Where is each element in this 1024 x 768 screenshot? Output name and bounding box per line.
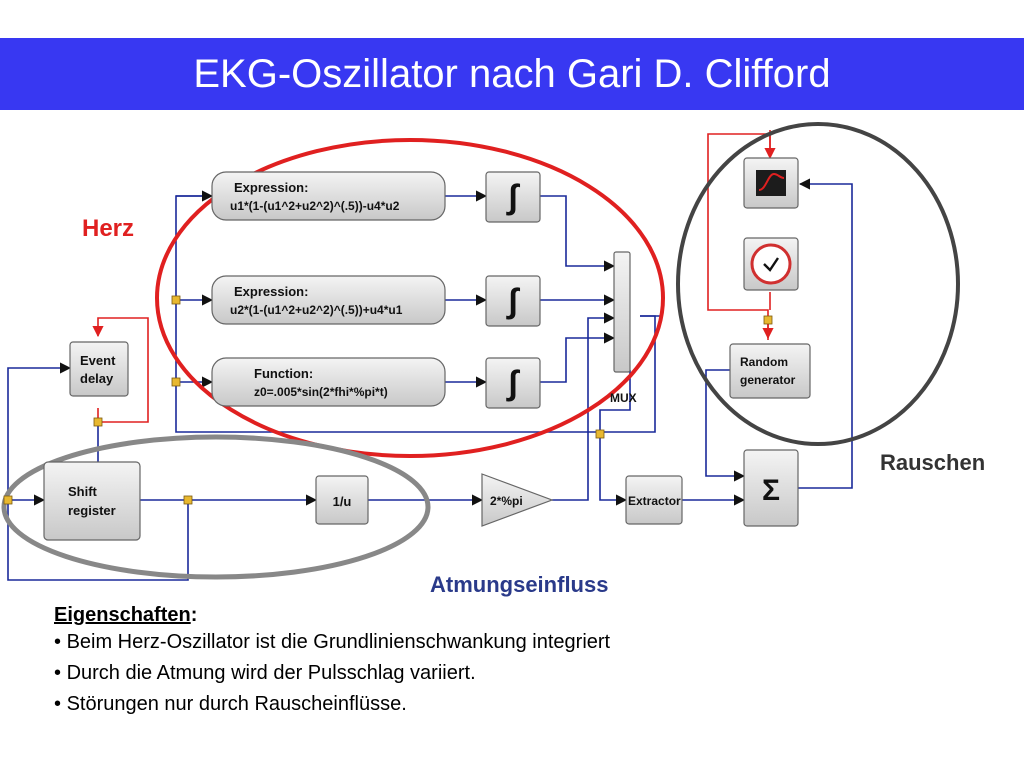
- sum-block[interactable]: Σ: [743, 449, 799, 527]
- integral-icon: ∫: [505, 364, 520, 402]
- scope-block[interactable]: [743, 157, 799, 209]
- expression-block-2[interactable]: Expression: u2*(1-(u1^2+u2^2)^(.5))+u4*u…: [211, 275, 446, 325]
- extractor-block[interactable]: Extractor: [625, 475, 683, 525]
- herz-ellipse: [155, 138, 665, 458]
- integral-icon: ∫: [505, 178, 520, 216]
- scope-waveform-icon: [758, 172, 785, 191]
- function-block[interactable]: Function: z0=.005*sin(2*fhi*%pi*t): [211, 357, 446, 407]
- expression-block-1-formula: u1*(1-(u1^2+u2^2)^(.5))-u4*u2: [230, 199, 400, 213]
- event-delay-block[interactable]: Event delay: [69, 341, 129, 397]
- integrator-block-2[interactable]: ∫: [485, 275, 541, 327]
- expression-block-1[interactable]: Expression: u1*(1-(u1^2+u2^2)^(.5))-u4*u…: [211, 171, 446, 221]
- clock-icon: [750, 243, 792, 285]
- mux-block[interactable]: MUX: [610, 251, 637, 405]
- atmung-label: Atmungseinfluss: [430, 572, 608, 597]
- expression-block-1-title: Expression:: [234, 180, 308, 195]
- integrator-block-1[interactable]: ∫: [485, 171, 541, 223]
- function-block-title: Function:: [254, 366, 313, 381]
- split-ports: [3, 295, 773, 505]
- clock-block[interactable]: [743, 237, 799, 291]
- shift-register-line2: register: [68, 503, 116, 518]
- random-generator-line1: Random: [740, 355, 788, 369]
- herz-label: Herz: [82, 215, 134, 242]
- properties-section: Eigenschaften: Beim Herz-Oszillator ist …: [54, 604, 954, 720]
- expression-block-2-formula: u2*(1-(u1^2+u2^2)^(.5))+u4*u1: [230, 303, 403, 317]
- integrator-block-3[interactable]: ∫: [485, 357, 541, 409]
- random-generator-block[interactable]: Random generator: [729, 343, 811, 399]
- integral-icon: ∫: [505, 282, 520, 320]
- atmung-ellipse: [1, 434, 431, 580]
- properties-list: Beim Herz-Oszillator ist die Grundlinien…: [54, 627, 954, 720]
- list-item: Durch die Atmung wird der Pulsschlag var…: [54, 658, 954, 689]
- clock-hands-icon: [763, 257, 779, 272]
- shift-register-block[interactable]: Shift register: [43, 461, 141, 541]
- inverse-block[interactable]: 1/u: [315, 475, 369, 525]
- sum-icon: Σ: [762, 474, 780, 507]
- rauschen-label: Rauschen: [880, 450, 985, 475]
- scope-screen-icon: [756, 170, 786, 196]
- slide-title: EKG-Oszillator nach Gari D. Clifford: [0, 38, 1024, 110]
- list-item: Störungen nur durch Rauscheinflüsse.: [54, 689, 954, 720]
- function-block-formula: z0=.005*sin(2*fhi*%pi*t): [254, 385, 388, 399]
- extractor-label: Extractor: [628, 494, 681, 508]
- event-delay-line2: delay: [80, 371, 114, 386]
- gain-block[interactable]: 2*%pi: [481, 473, 554, 527]
- mux-label: MUX: [610, 391, 637, 405]
- expression-block-2-title: Expression:: [234, 284, 308, 299]
- properties-heading: Eigenschaften:: [54, 604, 198, 626]
- shift-register-line1: Shift: [68, 484, 98, 499]
- list-item: Beim Herz-Oszillator ist die Grundlinien…: [54, 627, 954, 658]
- random-generator-line2: generator: [740, 373, 796, 387]
- block-diagram: Herz Rauschen Atmungseinfluss Expression…: [1, 122, 985, 597]
- gain-label: 2*%pi: [490, 494, 523, 508]
- rauschen-ellipse: [676, 122, 960, 446]
- event-delay-line1: Event: [80, 353, 116, 368]
- inverse-label: 1/u: [333, 494, 352, 509]
